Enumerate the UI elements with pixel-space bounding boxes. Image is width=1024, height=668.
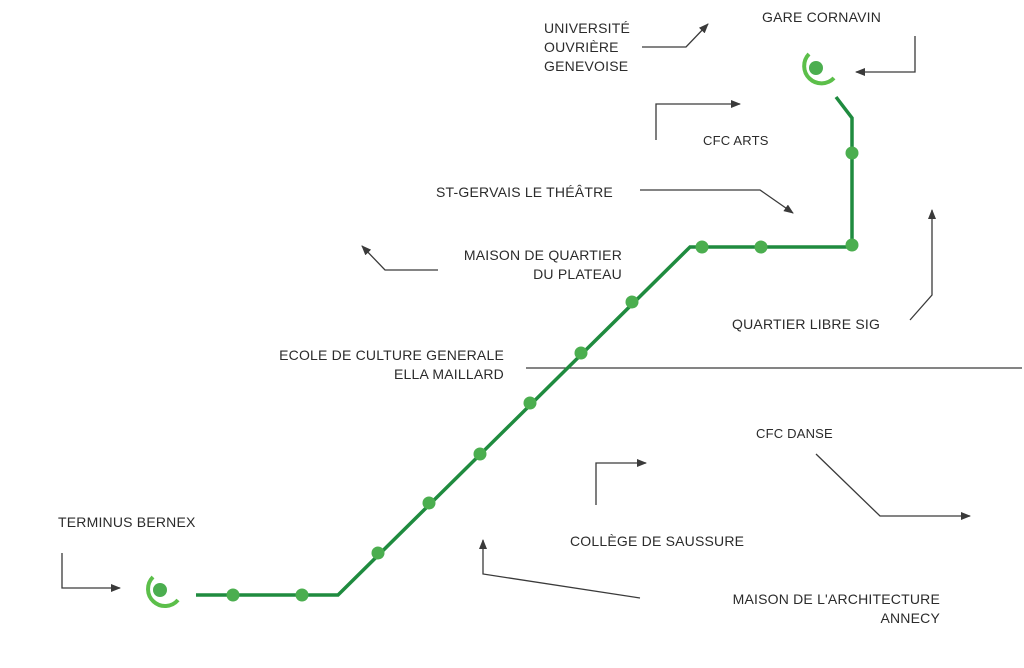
gare-cornavin-icon[interactable] bbox=[802, 52, 836, 86]
stop[interactable] bbox=[371, 546, 385, 560]
label-college-saussure: COLLÈGE DE SAUSSURE bbox=[570, 533, 745, 549]
label-cfc-arts: CFC ARTS bbox=[703, 133, 769, 148]
arrow-terminus-bernex bbox=[61, 553, 121, 592]
station-gare-cornavin: GARE CORNAVIN bbox=[762, 9, 882, 25]
label-st-gervais: ST-GERVAIS LE THÉÂTRE bbox=[436, 184, 613, 200]
arrow-cfc-arts bbox=[655, 100, 741, 140]
stop[interactable] bbox=[523, 396, 537, 410]
terminus-bernex-icon[interactable] bbox=[146, 575, 180, 608]
stop[interactable] bbox=[625, 295, 639, 309]
label-quartier-libre: QUARTIER LIBRE SIG bbox=[732, 316, 881, 332]
station-terminus-bernex: TERMINUS BERNEX bbox=[58, 514, 196, 530]
transit-line bbox=[196, 95, 854, 597]
arrow-quartier-libre bbox=[909, 209, 936, 321]
label-maison-quartier: MAISON DE QUARTIER DU PLATEAU bbox=[463, 247, 622, 282]
arrow-cfc-danse bbox=[815, 453, 971, 520]
label-cfc-danse: CFC DANSE bbox=[756, 426, 833, 441]
label-ecole-culture: ECOLE DE CULTURE GENERALE ELLA MAILLARD bbox=[279, 347, 504, 382]
stop[interactable] bbox=[695, 240, 709, 254]
stop[interactable] bbox=[473, 447, 487, 461]
arrow-maison-architecture bbox=[479, 539, 641, 599]
stop[interactable] bbox=[845, 238, 859, 252]
stop[interactable] bbox=[845, 146, 859, 160]
label-maison-architecture: MAISON DE L'ARCHITECTURE ANNECY bbox=[732, 591, 940, 626]
arrow-st-gervais bbox=[640, 189, 794, 214]
stop[interactable] bbox=[226, 588, 240, 602]
arrow-gare-cornavin bbox=[855, 36, 916, 76]
arrow-maison-quartier bbox=[361, 245, 438, 271]
stop[interactable] bbox=[422, 496, 436, 510]
stop[interactable] bbox=[574, 346, 588, 360]
stop[interactable] bbox=[295, 588, 309, 602]
arrow-universite bbox=[642, 23, 709, 48]
label-universite: UNIVERSITÉ OUVRIÈRE GENEVOISE bbox=[544, 20, 631, 74]
arrow-college-saussure bbox=[595, 459, 647, 505]
stop[interactable] bbox=[754, 240, 768, 254]
